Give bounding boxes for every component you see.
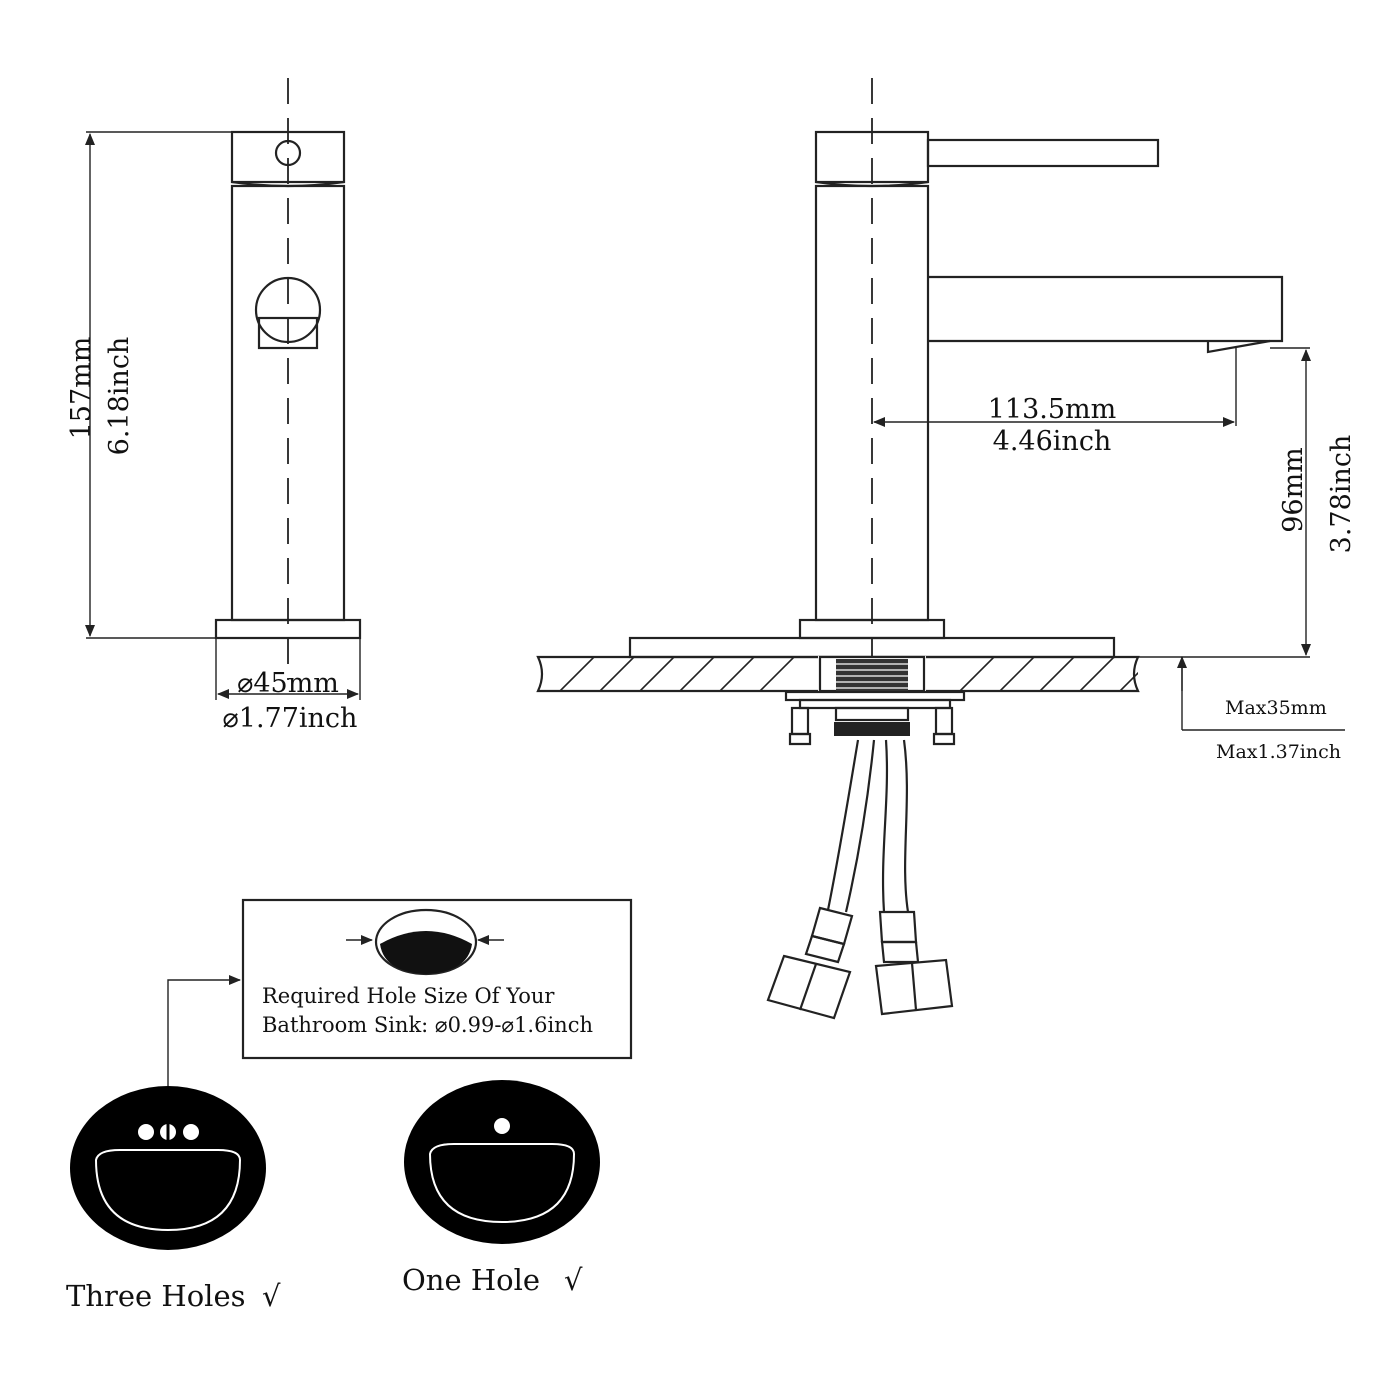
height-inch-label: 6.18inch: [104, 337, 135, 456]
three-hole-basin: [94, 1149, 242, 1232]
front-base: [214, 618, 362, 640]
note-line-1: Required Hole Size Of Your: [262, 984, 555, 1008]
three-holes-label: Three Holes: [66, 1279, 246, 1313]
mounting-hardware: [784, 690, 966, 746]
note-box: [241, 898, 633, 1060]
thickness-inch-label: Max1.37inch: [1216, 741, 1341, 763]
thickness-mm-label: Max35mm: [1225, 697, 1327, 719]
note-leader-line: [167, 975, 241, 1110]
height-mm-label: 157mm: [66, 337, 97, 440]
one-hole-check: √: [564, 1263, 583, 1297]
hole-size-note: Required Hole Size Of Your Bathroom Sink…: [167, 898, 633, 1110]
spout-aerator: [1206, 339, 1271, 354]
three-holes-check: √: [262, 1279, 281, 1313]
one-hole-sink-icon: [404, 1080, 600, 1244]
supply-hoses: [766, 739, 954, 1020]
three-hole-sink-icon: [70, 1086, 266, 1250]
base-inch-label: ⌀1.77inch: [223, 703, 358, 734]
handle-pivot-icon: [274, 139, 302, 167]
side-view: 113.5mm 4.46inch 96mm 3.78inch Max35mm M…: [536, 78, 1357, 1020]
one-hole-basin: [428, 1143, 576, 1224]
reach-inch-label: 4.46inch: [993, 426, 1112, 457]
hole-shadow: [380, 931, 472, 974]
faucet-hole-right: [183, 1124, 199, 1140]
one-hole-sink: One Hole √: [402, 1080, 600, 1297]
one-hole-label: One Hole: [402, 1263, 540, 1297]
side-lever-handle: [926, 138, 1160, 168]
front-view: 157mm 6.18inch ⌀45mm ⌀1.77inch: [66, 78, 362, 734]
faucet-hole-single: [494, 1118, 510, 1134]
spout: [928, 275, 1284, 343]
base-mm-label: ⌀45mm: [237, 668, 339, 699]
threaded-shank: [818, 655, 926, 693]
front-aerator: [254, 276, 322, 344]
front-handle-cap: [230, 130, 346, 184]
faucet-hole-left: [138, 1124, 154, 1140]
spout-height-inch-label: 3.78inch: [1326, 435, 1357, 554]
three-hole-sink: Three Holes √: [66, 1086, 281, 1313]
reach-mm-label: 113.5mm: [988, 394, 1117, 425]
spout-height-mm-label: 96mm: [1278, 447, 1309, 533]
note-line-2: Bathroom Sink: ⌀0.99-⌀1.6inch: [262, 1013, 593, 1037]
front-aerator-collar: [257, 316, 319, 350]
